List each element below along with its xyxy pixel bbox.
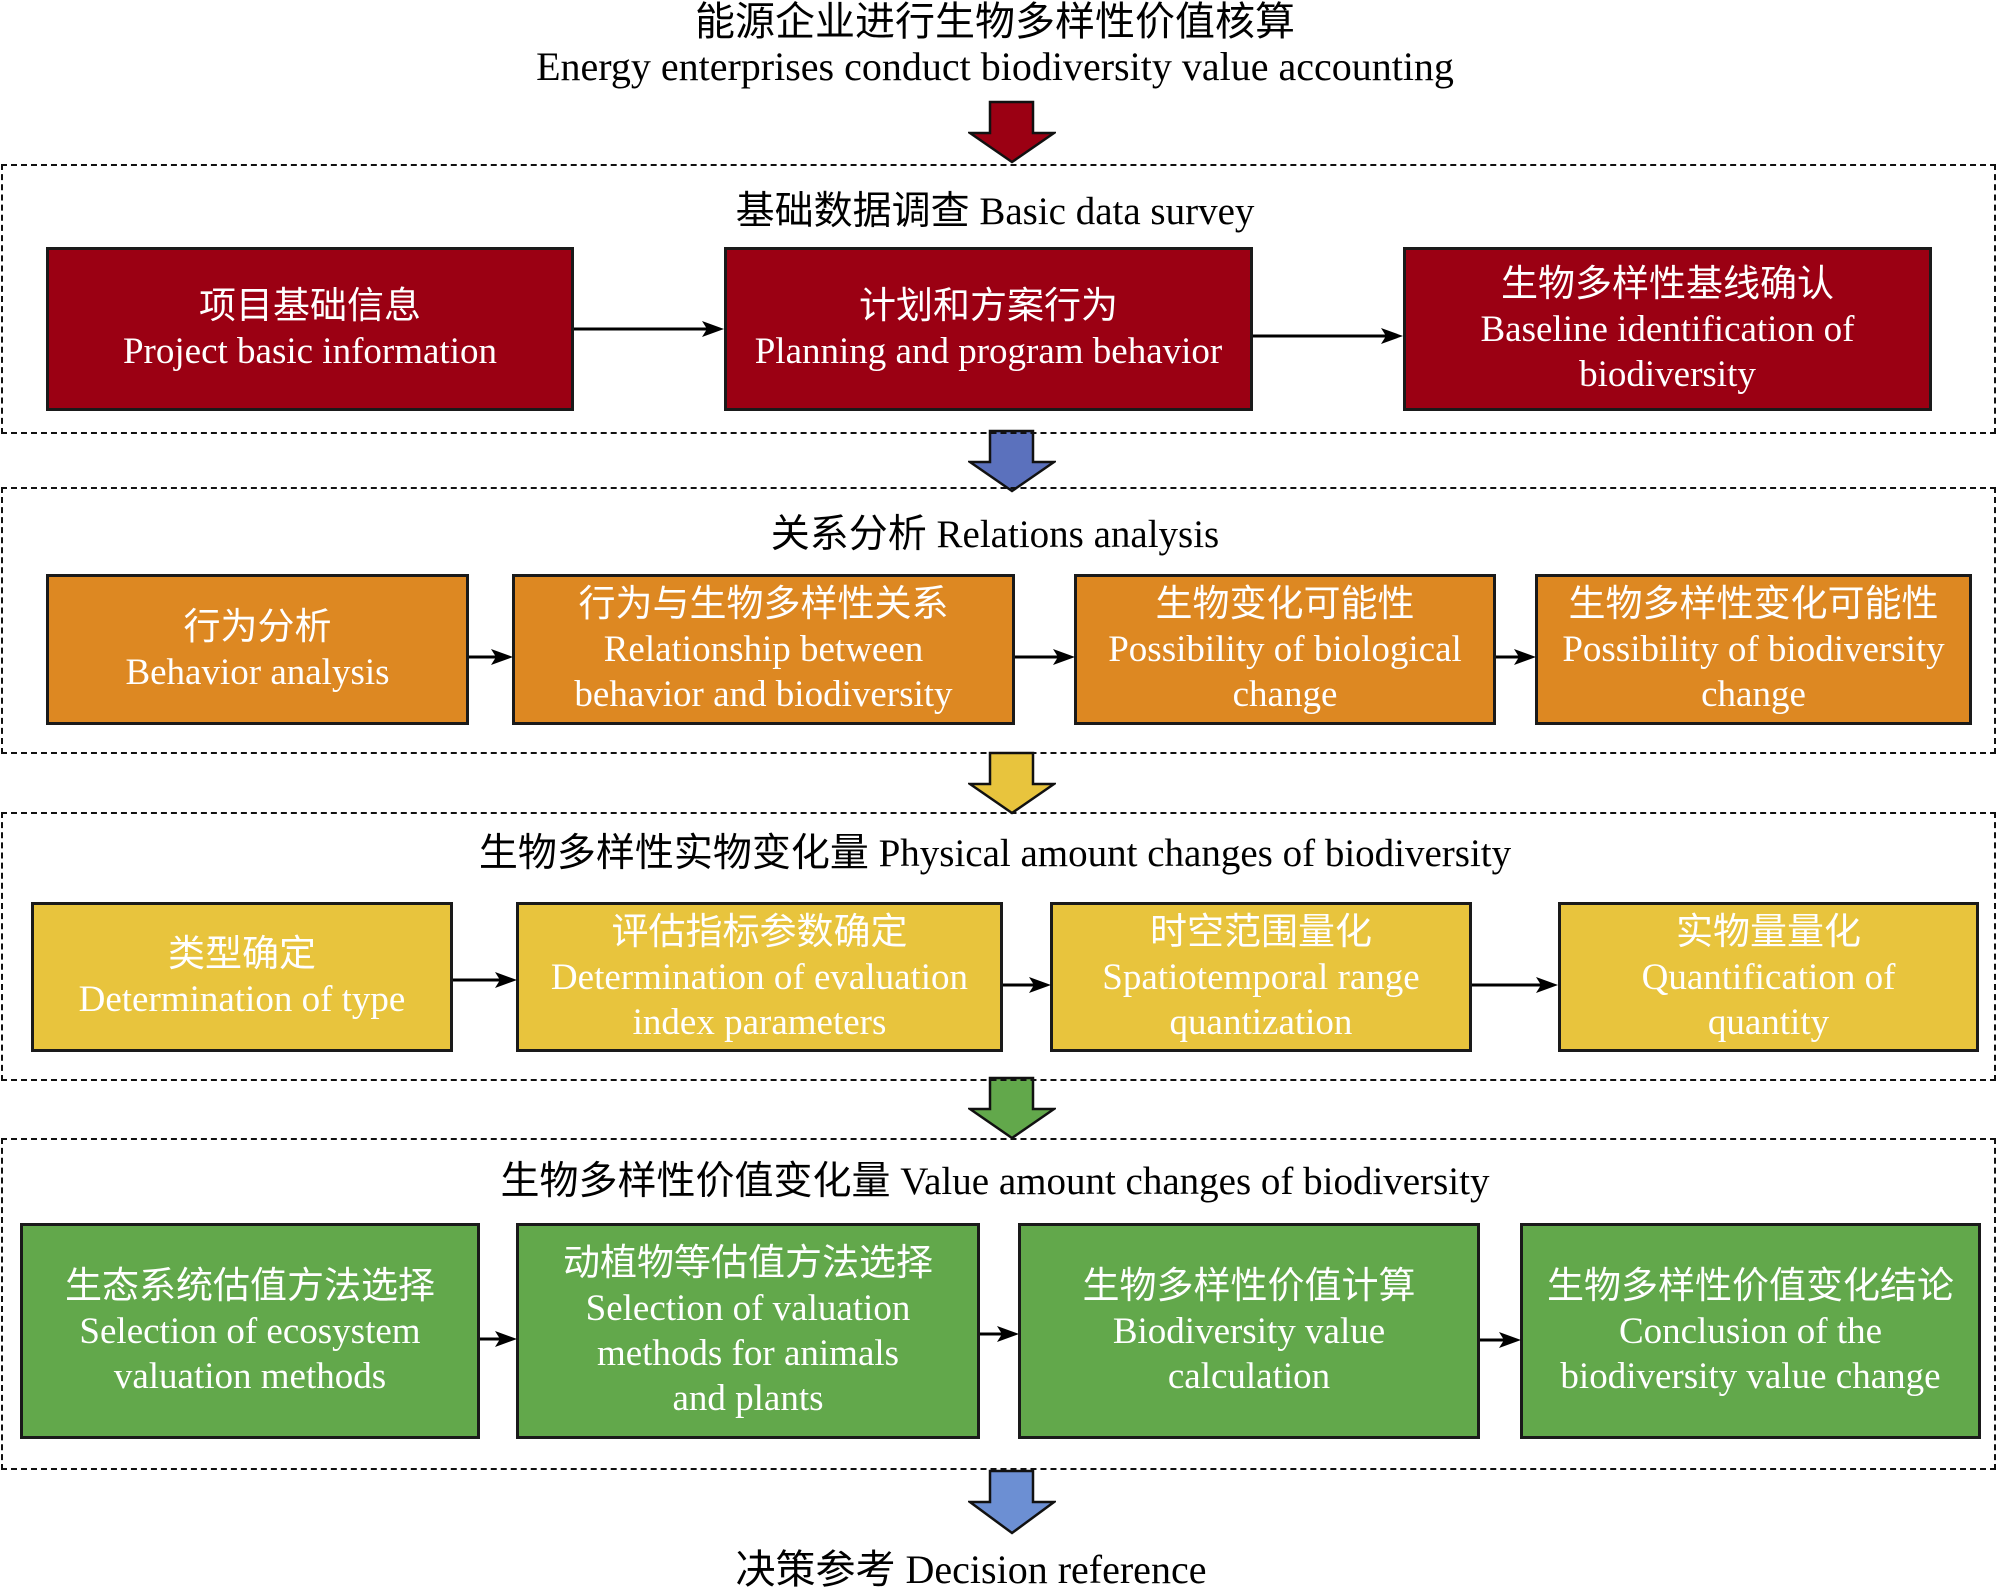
step-label-cn: 生物多样性基线确认 — [1501, 263, 1834, 305]
step-biodiversity-value-calculation: 生物多样性价值计算 Biodiversity value calculation — [1018, 1223, 1480, 1439]
right-arrow-icon — [453, 972, 517, 988]
step-label-en: calculation — [1167, 1355, 1331, 1397]
right-arrow-icon — [1015, 649, 1075, 665]
step-value-change-conclusion: 生物多样性价值变化结论 Conclusion of the biodiversi… — [1520, 1223, 1981, 1439]
down-arrow-icon — [968, 100, 1056, 164]
step-label-en: and plants — [672, 1378, 824, 1419]
right-arrow-icon — [1496, 649, 1536, 665]
step-label-en: quantization — [1169, 1001, 1353, 1043]
step-label-en: Project basic information — [122, 331, 497, 372]
step-label-cn: 时空范围量化 — [1150, 911, 1372, 953]
right-arrow-icon — [1472, 977, 1558, 993]
step-label-en: methods for animals — [596, 1333, 900, 1374]
step-label-cn: 计划和方案行为 — [859, 286, 1118, 327]
right-arrow-icon — [1003, 977, 1051, 993]
step-label-en: biodiversity — [1579, 353, 1756, 395]
step-label-en: behavior and biodiversity — [574, 674, 953, 715]
down-arrow-icon — [968, 1469, 1056, 1535]
step-quantification-of-quantity: 实物量量化 Quantification of quantity — [1558, 902, 1979, 1052]
step-label-en: Planning and program behavior — [754, 331, 1223, 372]
section-physical-amount-changes — [1, 812, 1996, 1081]
step-label-en: Selection of ecosystem — [79, 1310, 421, 1352]
step-planning-program-behavior: 计划和方案行为 Planning and program behavior — [724, 247, 1253, 411]
step-behavior-analysis: 行为分析 Behavior analysis — [46, 574, 469, 725]
section-heading: 生物多样性实物变化量 Physical amount changes of bi… — [478, 832, 1512, 875]
section-value-amount-changes — [1, 1138, 1996, 1470]
step-biodiversity-change-possibility: 生物多样性变化可能性 Possibility of biodiversity c… — [1535, 574, 1972, 725]
step-project-basic-information: 项目基础信息 Project basic information — [46, 247, 574, 411]
step-label-cn: 行为分析 — [183, 606, 332, 648]
step-ecosystem-valuation-methods: 生态系统估值方法选择 Selection of ecosystem valuat… — [20, 1223, 480, 1439]
step-label-en: valuation methods — [113, 1355, 387, 1397]
step-baseline-identification: 生物多样性基线确认 Baseline identification of bio… — [1403, 247, 1932, 411]
step-label-cn: 项目基础信息 — [199, 286, 421, 327]
diagram-title-en: Energy enterprises conduct biodiversity … — [536, 44, 1454, 89]
step-label-en: change — [1232, 674, 1338, 715]
step-label-cn: 生物变化可能性 — [1155, 584, 1415, 625]
right-arrow-icon — [1253, 328, 1403, 344]
right-arrow-icon — [1480, 1332, 1521, 1348]
step-label-en: Possibility of biodiversity — [1562, 629, 1945, 670]
right-arrow-icon — [980, 1326, 1019, 1342]
down-arrow-icon — [968, 429, 1056, 493]
step-determination-of-type: 类型确定 Determination of type — [31, 902, 453, 1052]
section-heading: 基础数据调查 Basic data survey — [735, 190, 1255, 233]
section-heading: 关系分析 Relations analysis — [770, 513, 1220, 556]
right-arrow-icon — [574, 321, 724, 337]
right-arrow-icon — [469, 649, 513, 665]
step-label-cn: 实物量量化 — [1676, 911, 1861, 953]
step-label-en: Conclusion of the — [1618, 1310, 1883, 1352]
step-label-en: Behavior analysis — [125, 651, 390, 693]
step-label-cn: 评估指标参数确定 — [611, 911, 908, 953]
step-label-en: Selection of valuation — [585, 1288, 911, 1329]
step-label-cn: 生态系统估值方法选择 — [65, 1265, 435, 1307]
step-label-en: Baseline identification of — [1480, 308, 1855, 350]
step-label-en: index parameters — [632, 1001, 887, 1043]
step-label-en: quantity — [1707, 1001, 1830, 1043]
step-label-en: Biodiversity value — [1112, 1310, 1386, 1352]
step-biological-change-possibility: 生物变化可能性 Possibility of biological change — [1074, 574, 1496, 725]
step-behavior-biodiversity-relationship: 行为与生物多样性关系 Relationship between behavior… — [512, 574, 1015, 725]
step-label-cn: 生物多样性价值变化结论 — [1547, 1265, 1954, 1307]
step-label-en: Possibility of biological — [1108, 629, 1462, 670]
down-arrow-icon — [968, 1076, 1056, 1140]
step-label-en: Determination of type — [78, 979, 406, 1020]
step-label-en: Determination of evaluation — [550, 956, 969, 998]
step-label-en: change — [1701, 674, 1806, 715]
step-label-cn: 生物多样性变化可能性 — [1568, 584, 1939, 625]
section-heading: 生物多样性价值变化量 Value amount changes of biodi… — [500, 1160, 1490, 1203]
diagram-title-cn: 能源企业进行生物多样性价值核算 — [695, 0, 1295, 44]
step-label-cn: 行为与生物多样性关系 — [578, 584, 949, 625]
section-relations-analysis — [1, 487, 1996, 754]
step-evaluation-index-parameters: 评估指标参数确定 Determination of evaluation ind… — [516, 902, 1003, 1052]
down-arrow-icon — [968, 751, 1056, 815]
step-label-en: Relationship between — [603, 629, 924, 670]
step-label-cn: 动植物等估值方法选择 — [563, 1243, 933, 1284]
decision-reference-label: 决策参考 Decision reference — [735, 1547, 1207, 1592]
section-basic-data-survey — [1, 164, 1996, 434]
step-label-cn: 类型确定 — [168, 934, 316, 975]
step-animal-plant-valuation-methods: 动植物等估值方法选择 Selection of valuation method… — [516, 1223, 980, 1439]
step-label-en: Quantification of — [1641, 956, 1896, 998]
step-spatiotemporal-range-quantization: 时空范围量化 Spatiotemporal range quantization — [1050, 902, 1472, 1052]
step-label-cn: 生物多样性价值计算 — [1082, 1265, 1416, 1307]
step-label-en: Spatiotemporal range — [1102, 956, 1420, 998]
step-label-en: biodiversity value change — [1560, 1355, 1941, 1397]
right-arrow-icon — [480, 1331, 517, 1347]
